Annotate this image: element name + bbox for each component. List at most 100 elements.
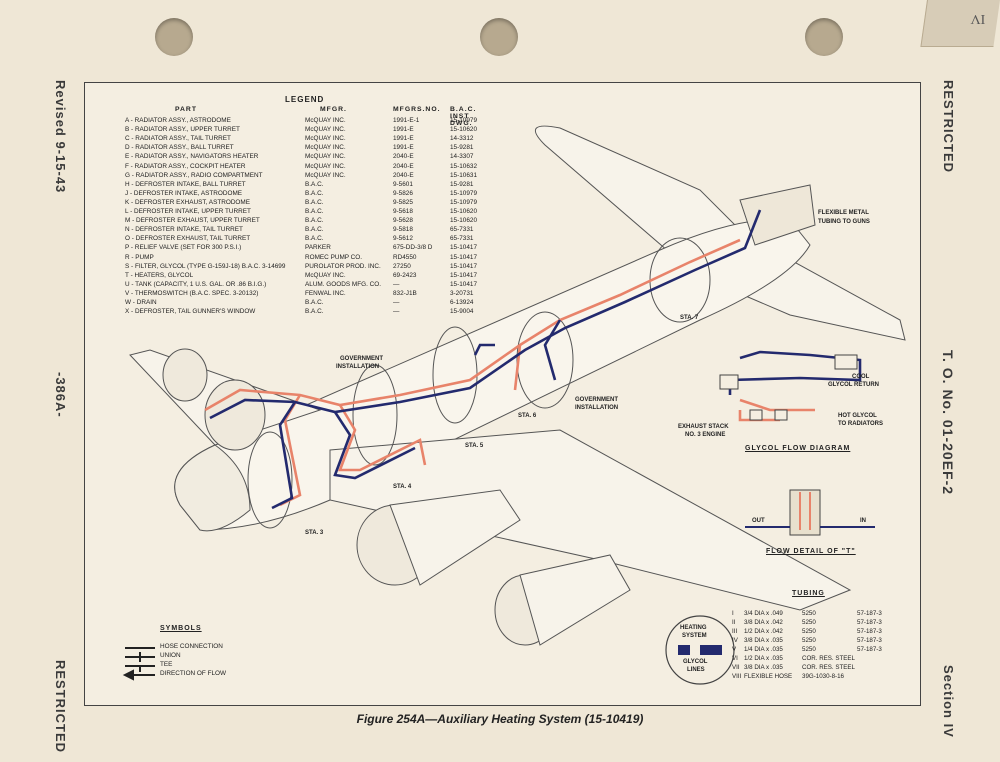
legend-part: C - RADIATOR ASSY., TAIL TURRET	[125, 135, 231, 143]
station-4: STA. 4	[393, 484, 412, 490]
symbol-hose-connection: HOSE CONNECTION	[160, 643, 223, 650]
tubing-code: VII	[732, 664, 740, 671]
legend-dwg: 15-10417	[450, 280, 478, 288]
key-system-label: SYSTEM	[682, 633, 707, 639]
legend-part: K - DEFROSTER EXHAUST, ASTRODOME	[125, 198, 250, 206]
right-wing	[329, 429, 852, 611]
legend-mfgr-no: 2040-E	[393, 153, 414, 161]
legend-row: S - FILTER, GLYCOL (TYPE G-159J-18) B.A.…	[125, 263, 545, 272]
gov-installation-label-b: INSTALLATION	[336, 364, 380, 370]
legend-mfgr: McQUAY INC.	[305, 153, 346, 161]
legend-part: J - DEFROSTER INTAKE, ASTRODOME	[125, 189, 243, 197]
key-lines-label: LINES	[687, 667, 705, 673]
tubing-size: FLEXIBLE HOSE	[744, 673, 793, 680]
legend-mfgr-no: 675-DD-3/8 D	[393, 244, 433, 252]
legend-mfgr-no: 9-5628	[393, 217, 413, 225]
legend-part: R - PUMP	[125, 253, 154, 261]
tubing-spec: 5250	[802, 610, 816, 617]
exhaust-stack-label-b: NO. 3 ENGINE	[685, 432, 726, 438]
tee-detail	[789, 489, 821, 536]
tubing-dwg: 57-187-3	[857, 637, 882, 644]
station-5: STA. 5	[465, 443, 484, 449]
legend-mfgr: B.A.C.	[305, 226, 324, 234]
tubing-dwg: 57-187-3	[857, 646, 882, 653]
tubing-spec: 5250	[802, 628, 816, 635]
legend-mfgr-no: 9-5826	[393, 189, 413, 197]
legend-mfgr: PARKER	[305, 244, 331, 252]
station-7: STA. 7	[680, 315, 699, 321]
symbol-glyphs	[122, 647, 155, 681]
legend-mfgr-no: 2040-E	[393, 162, 414, 170]
figure-caption: Figure 254A—Auxiliary Heating System (15…	[356, 712, 644, 726]
legend-part: M - DEFROSTER EXHAUST, UPPER TURRET	[125, 217, 260, 225]
pump-r	[719, 374, 739, 390]
legend-dwg: 15-10979	[450, 198, 478, 206]
legend-part: V - THERMOSWITCH (B.A.C. SPEC. 3-20132)	[125, 289, 259, 297]
tubing-code: V	[732, 646, 737, 653]
tubing-size: 3/4 DIA x .049	[744, 610, 783, 617]
tubing-spec: 5250	[802, 637, 816, 644]
tubing-size: 1/2 DIA x .035	[744, 655, 783, 662]
bulkhead-sta4	[352, 364, 398, 466]
legend-part: A - RADIATOR ASSY., ASTRODOME	[125, 117, 231, 124]
exhaust-stack-label: EXHAUST STACK	[678, 424, 729, 430]
legend-mfgr: B.A.C.	[305, 189, 324, 197]
legend-mfgr: McQUAY INC.	[305, 126, 346, 134]
binder-hole	[805, 18, 843, 56]
legend-mfgr-no: 27250	[393, 262, 411, 270]
legend-dwg: 15-10620	[450, 126, 478, 134]
legend-dwg: 15-10620	[450, 217, 478, 225]
legend-part: P - RELIEF VALVE (SET FOR 300 P.S.I.)	[125, 244, 242, 252]
tee-out-label: OUT	[752, 518, 765, 524]
legend-part: S - FILTER, GLYCOL (TYPE G-159J-18) B.A.…	[125, 262, 286, 270]
tubing-dwg: 57-187-3	[857, 628, 882, 635]
legend-mfgr: PUROLATOR PROD. INC.	[305, 262, 381, 270]
tubing-dwg: 57-187-3	[857, 610, 882, 617]
tubing-spec: 5250	[802, 646, 816, 653]
legend-row: J - DEFROSTER INTAKE, ASTRODOME B.A.C. 9-5…	[125, 190, 545, 199]
glycol-flow-diagram-title: GLYCOL FLOW DIAGRAM	[745, 445, 851, 452]
legend-dwg: 14-3312	[450, 135, 474, 143]
gov-installation-label: GOVERNMENT	[340, 356, 384, 362]
legend-mfgr-no: 9-5825	[393, 198, 413, 206]
binder-hole	[480, 18, 518, 56]
legend-mfgr: McQUAY INC.	[305, 271, 346, 279]
legend-mfgr-no: 1991-E	[393, 144, 414, 152]
legend-mfgr: McQUAY INC.	[305, 162, 346, 170]
legend-row: U - TANK (CAPACITY, 1 U.S. GAL. OR .86 B…	[125, 281, 545, 290]
legend-part: O - DEFROSTER EXHAUST, TAIL TURRET	[125, 235, 251, 243]
gov-installation-label-2: GOVERNMENT	[575, 397, 619, 403]
flow-detail-title: FLOW DETAIL OF "T"	[766, 548, 856, 555]
flex-tubing-label-b: TUBING TO GUNS	[818, 219, 870, 225]
legend-part: B - RADIATOR ASSY., UPPER TURRET	[125, 126, 240, 134]
key-heating-label: HEATING	[680, 625, 707, 631]
cool-glycol-lines	[209, 209, 862, 510]
tee-detail-hot	[799, 492, 811, 530]
legend-part: N - DEFROSTER INTAKE, TAIL TURRET	[125, 226, 243, 234]
legend-dwg: 6-13924	[450, 299, 474, 306]
legend-header-dwg: B.A.C. INST DWG.	[450, 106, 477, 127]
bulkhead-sta6	[516, 311, 574, 409]
tubing-size: 1/2 DIA x .042	[744, 628, 783, 635]
legend-dwg: 15-10631	[450, 171, 478, 179]
tubing-code: VI	[732, 655, 738, 662]
tee-in-label: IN	[860, 518, 866, 524]
legend-part: X - DEFROSTER, TAIL GUNNER'S WINDOW	[125, 308, 256, 316]
